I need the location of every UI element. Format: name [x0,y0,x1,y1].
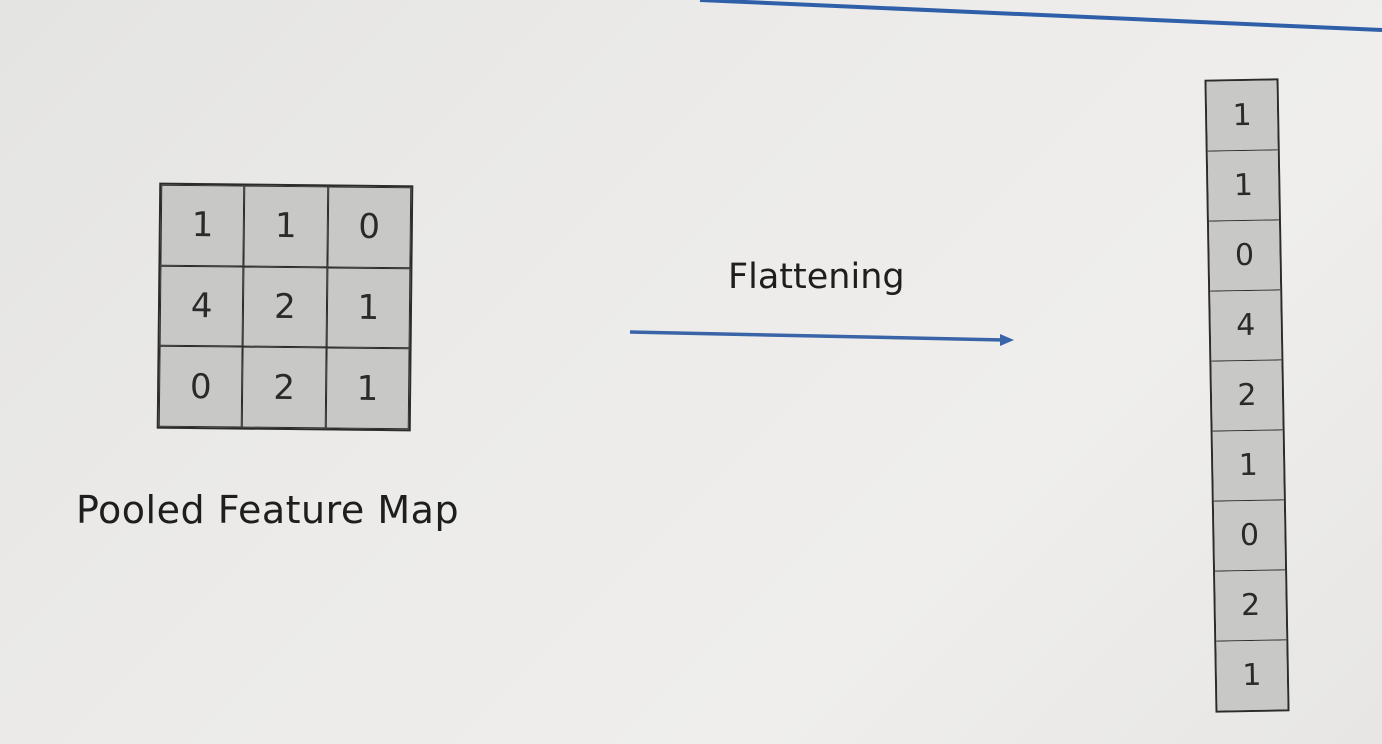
right-arrow-icon [629,330,1014,346]
grid-cell: 1 [326,267,411,349]
flattening-label: Flattening [728,257,905,297]
grid-cell: 1 [160,184,245,267]
vector-cell: 1 [1206,80,1278,152]
vector-cell: 1 [1216,640,1288,711]
flattened-vector-column: 1 1 0 4 2 1 0 2 1 [1204,78,1290,713]
pooled-feature-map-label: Pooled Feature Map [76,488,460,532]
vector-cell: 0 [1208,220,1281,292]
grid-cell: 0 [327,186,412,268]
grid-cell: 2 [242,346,327,429]
pooled-feature-map-grid: 1 1 0 4 2 1 0 2 1 [156,182,414,432]
vector-cell: 4 [1210,290,1282,362]
grid-cell: 4 [159,265,244,347]
vector-cell: 0 [1213,500,1286,572]
vector-cell: 1 [1207,150,1279,222]
grid-cell: 0 [158,346,243,428]
vector-cell: 2 [1215,570,1287,642]
top-accent-line [699,0,1382,32]
grid-cell: 1 [243,185,328,268]
vector-cell: 2 [1211,360,1283,432]
vector-cell: 1 [1212,430,1284,502]
grid-cell: 2 [242,266,328,348]
grid-cell: 1 [325,347,410,430]
